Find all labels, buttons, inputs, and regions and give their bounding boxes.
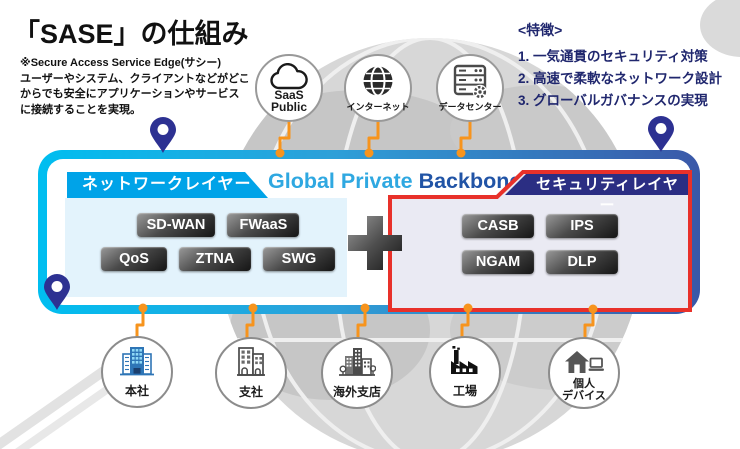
- swg-chip: SWG: [263, 247, 335, 271]
- ztna-chip: ZTNA: [179, 247, 251, 271]
- node-label: 支社: [238, 385, 263, 399]
- page-title: 「SASE」の仕組み: [13, 19, 249, 49]
- backbone-title-primary: Global Private: [268, 169, 419, 193]
- feature-item: 3. グローバルガバナンスの実現: [518, 93, 708, 108]
- security-layer-panel: CASB IPS NGAM DLP: [393, 205, 687, 274]
- network-layer-panel: SD-WAN FWaaS QoS ZTNA SWG: [65, 198, 347, 297]
- node-internet: インターネット: [344, 54, 412, 122]
- casb-chip: CASB: [462, 214, 534, 238]
- home-device-icon: [550, 349, 618, 375]
- fwaas-chip: FWaaS: [227, 213, 300, 237]
- node-datacenter: データセンター: [436, 54, 504, 122]
- headquarters-building-icon: [103, 345, 171, 377]
- overseas-branch-icon: [323, 346, 391, 378]
- title-description: ※Secure Access Service Edge(サシー) ユーザーやシス…: [20, 57, 250, 116]
- feature-item: 1. 一気通貫のセキュリティ対策: [518, 49, 708, 64]
- features-list: <特徴> 1. 一気通貫のセキュリティ対策 2. 高速で柔軟なネットワーク設計 …: [518, 20, 738, 112]
- node-label: インターネット: [346, 102, 410, 112]
- node-factory: 工場: [429, 336, 501, 408]
- qos-chip: QoS: [101, 247, 167, 271]
- node-label: 本社: [124, 384, 149, 398]
- node-personal-devices: 個人 デバイス: [548, 337, 620, 409]
- backbone-title: Global Private Backbone: [268, 169, 521, 194]
- network-button-row: QoS ZTNA SWG: [101, 247, 335, 271]
- ips-chip: IPS: [546, 214, 618, 238]
- security-layer-tab: セキュリティレイヤー: [536, 176, 679, 214]
- node-saas-public: SaaS Public: [255, 54, 323, 122]
- dlp-chip: DLP: [546, 250, 618, 274]
- node-branch-office: 支社: [215, 337, 287, 409]
- security-button-row: CASB IPS: [462, 214, 618, 238]
- network-button-row: SD-WAN FWaaS: [136, 213, 300, 237]
- node-label: 工場: [452, 384, 477, 398]
- security-tab-shape: [505, 174, 688, 195]
- feature-item: 2. 高速で柔軟なネットワーク設計: [518, 71, 723, 86]
- network-layer-tab: ネットワークレイヤー: [67, 172, 268, 198]
- sd-wan-chip: SD-WAN: [136, 213, 216, 237]
- node-label: 海外支店: [332, 385, 381, 399]
- node-label: データセンター: [438, 102, 502, 112]
- node-overseas-branch: 海外支店: [321, 337, 393, 409]
- plus-icon: [348, 216, 402, 270]
- cloud-icon: [257, 63, 321, 90]
- datacenter-server-icon: [438, 64, 502, 100]
- factory-icon: [431, 345, 499, 377]
- ngam-chip: NGAM: [462, 250, 534, 274]
- branch-building-icon: [217, 346, 285, 378]
- node-headquarters: 本社: [101, 336, 173, 408]
- security-layer-outline: [388, 170, 692, 312]
- node-label: SaaS Public: [270, 88, 307, 114]
- features-heading: <特徴>: [518, 22, 563, 38]
- node-label: 個人 デバイス: [562, 378, 606, 402]
- security-button-row: NGAM DLP: [462, 250, 618, 274]
- internet-globe-icon: [346, 65, 410, 97]
